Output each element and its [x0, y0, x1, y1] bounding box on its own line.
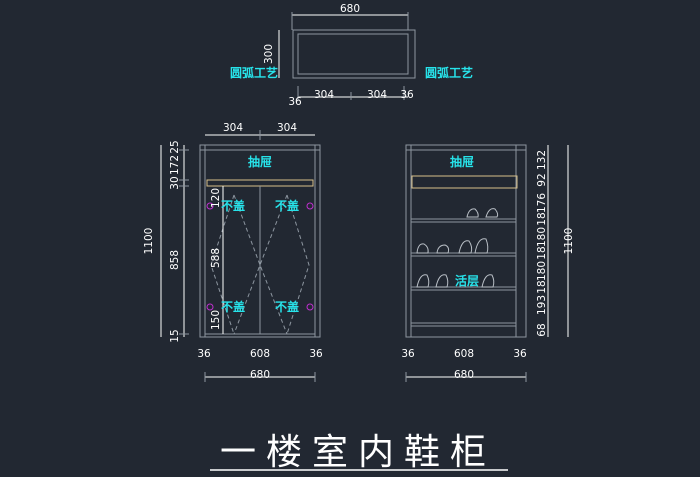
plan-outline [292, 29, 416, 79]
shoe-sketches [416, 208, 499, 288]
front-top-half-left: 304 [223, 122, 243, 134]
plan-left-note: 圆弧工艺 [230, 65, 278, 80]
section-seg-7: 180 [536, 261, 548, 281]
shoe-icon [466, 208, 479, 218]
shoe-icon [435, 274, 449, 288]
front-seg-3: 30 [169, 176, 181, 189]
section-seg-3: 176 [536, 193, 548, 213]
plan-half-right: 304 [367, 89, 387, 101]
front-top-half-right: 304 [277, 122, 297, 134]
front-bottom-dim-left: 36 [197, 348, 211, 360]
section-shelf-label: 活层 [455, 273, 479, 288]
section-total-height: 1100 [563, 228, 575, 255]
door-dim-middle: 588 [210, 248, 222, 268]
section-seg-6: 18 [536, 246, 548, 259]
door-label-top-left: 不盖 [221, 198, 245, 213]
hinge-marker-2 [306, 202, 314, 210]
shoe-icon [458, 240, 473, 254]
hinge-marker-3 [206, 303, 214, 311]
plan-depth-label: 300 [263, 44, 275, 64]
shoe-icon [485, 208, 499, 218]
plan-right-note: 圆弧工艺 [425, 65, 473, 80]
plan-left-offset: 36 [288, 96, 302, 108]
front-drawer [206, 179, 314, 187]
door-dim-bottom: 150 [210, 310, 222, 330]
plan-half-left: 304 [314, 89, 334, 101]
front-bottom-dim-right: 36 [309, 348, 323, 360]
door-label-bottom-left: 不盖 [221, 299, 245, 314]
hinge-marker-1 [206, 202, 214, 210]
section-seg-4: 18 [536, 212, 548, 225]
door-swing-left-outer [210, 194, 235, 335]
drawing-title: 一楼室内鞋柜 [220, 432, 496, 473]
section-bottom-dim-right: 36 [513, 348, 527, 360]
door-label-top-right: 不盖 [275, 198, 299, 213]
section-seg-5: 180 [536, 227, 548, 247]
front-total-width: 680 [250, 369, 270, 381]
section-total-width: 680 [454, 369, 474, 381]
hinge-markers [206, 202, 314, 311]
section-view [405, 144, 569, 382]
front-seg-1: 25 [169, 140, 181, 153]
plan-right-offset: 36 [400, 89, 414, 101]
section-bottom-dim-left: 36 [401, 348, 415, 360]
front-total-height: 1100 [143, 228, 155, 255]
shoe-icon [416, 274, 430, 288]
shoe-icon [474, 238, 489, 254]
front-seg-4: 858 [169, 250, 181, 270]
front-bottom-dim-middle: 608 [250, 348, 270, 360]
section-seg-1: 132 [536, 150, 548, 170]
shoe-icon [481, 274, 495, 288]
section-seg-2: 92 [536, 173, 548, 186]
section-bottom-dim-middle: 608 [454, 348, 474, 360]
door-dim-top: 120 [210, 188, 222, 208]
front-elevation [160, 130, 321, 382]
section-seg-8: 18 [536, 280, 548, 293]
section-drawer [411, 175, 518, 189]
front-outline [199, 144, 321, 338]
plan-view [278, 12, 416, 100]
section-outline [405, 144, 527, 338]
section-seg-10: 68 [536, 323, 548, 336]
door-label-bottom-right: 不盖 [275, 299, 299, 314]
front-seg-2: 172 [169, 155, 181, 175]
front-drawer-label: 抽屉 [248, 154, 272, 169]
hinge-marker-4 [306, 303, 314, 311]
shoe-icon [436, 244, 450, 254]
section-seg-9: 193 [536, 295, 548, 315]
front-seg-5: 15 [169, 329, 181, 342]
door-swing-right-outer [286, 194, 310, 335]
plan-width-label: 680 [340, 3, 360, 15]
section-drawer-label: 抽屉 [450, 154, 474, 169]
plan-inner [297, 33, 409, 75]
door-swing-left-inner [233, 194, 261, 335]
shoe-icon [416, 243, 429, 254]
